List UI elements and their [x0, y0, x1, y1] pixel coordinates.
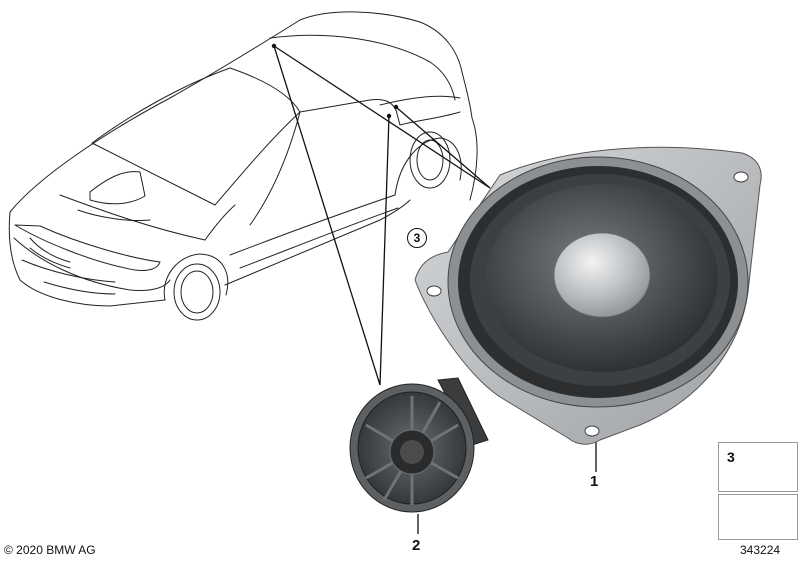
legend-box-nut: 3: [718, 442, 798, 492]
copyright-text: © 2020 BMW AG: [4, 543, 96, 557]
callout-3-circle: 3: [407, 228, 427, 248]
callout-1-label: 1: [590, 473, 599, 490]
car-outline: [8, 11, 478, 321]
callout-3-number: 3: [413, 231, 421, 245]
leader-dots: [271, 43, 399, 119]
diagram-number: 343224: [740, 543, 781, 557]
legend-box-number: 3: [727, 449, 735, 465]
woofer-speaker: [414, 146, 762, 445]
legend-box-arrow: [718, 494, 798, 540]
callout-2-label: 2: [412, 537, 421, 554]
leader-lines: [273, 45, 597, 534]
tweeter-speaker: [349, 377, 489, 513]
